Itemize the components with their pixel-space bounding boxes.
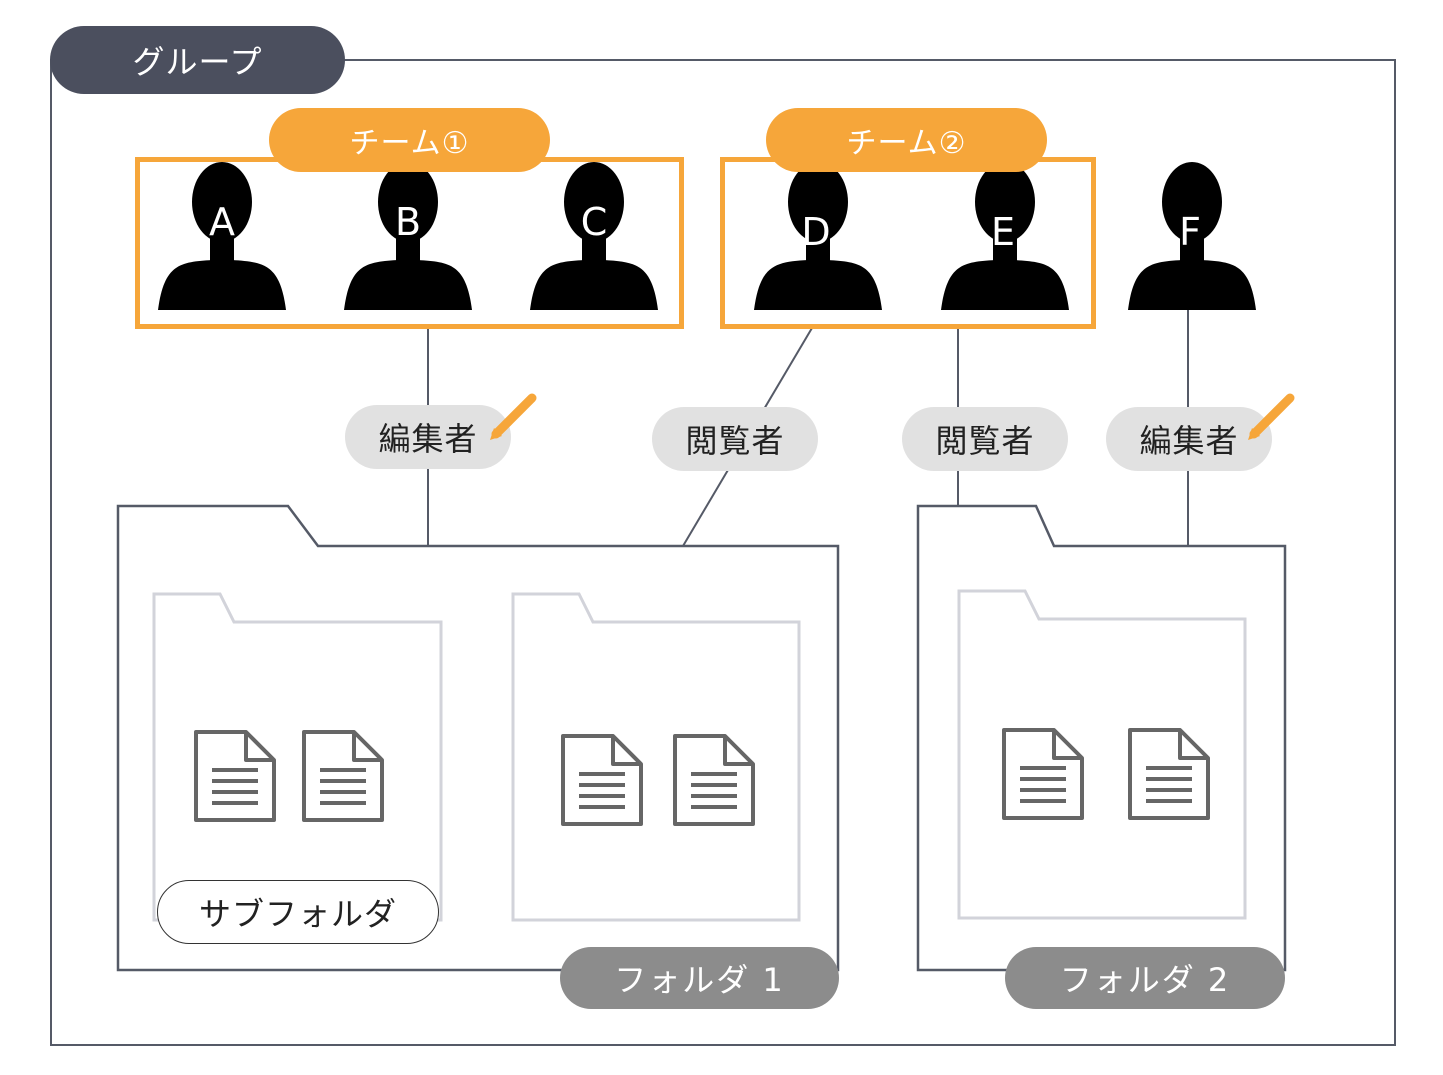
person-letter: D — [801, 210, 830, 254]
folder2-label[interactable]: フォルダ 2 — [1005, 947, 1285, 1009]
pencil-icon — [490, 393, 537, 440]
role-badge-viewer: 閲覧者 — [652, 407, 818, 471]
role-badge-editor: 編集者 — [345, 405, 511, 469]
role-badge-editor: 編集者 — [1106, 407, 1272, 471]
folder1-label[interactable]: フォルダ 1 — [560, 947, 839, 1009]
role-badge-viewer: 閲覧者 — [902, 407, 1068, 471]
team2-box[interactable] — [720, 157, 1096, 329]
subfolder-outline[interactable] — [152, 592, 443, 922]
group-frame — [50, 59, 1396, 1046]
inner-folder-outline[interactable] — [511, 592, 801, 922]
team2-label: チーム② — [766, 108, 1047, 172]
pencil-icon — [1248, 393, 1295, 440]
person-letter: B — [395, 200, 421, 244]
team1-box[interactable] — [135, 157, 684, 329]
person-letter: F — [1179, 210, 1201, 254]
person-letter: E — [991, 210, 1015, 254]
subfolder-label[interactable]: サブフォルダ — [157, 880, 439, 944]
group-label: グループ — [50, 26, 345, 94]
person-letter: A — [209, 200, 235, 244]
person-letter: C — [581, 200, 608, 244]
inner-folder-outline[interactable] — [957, 589, 1247, 920]
team1-label: チーム① — [269, 108, 550, 172]
